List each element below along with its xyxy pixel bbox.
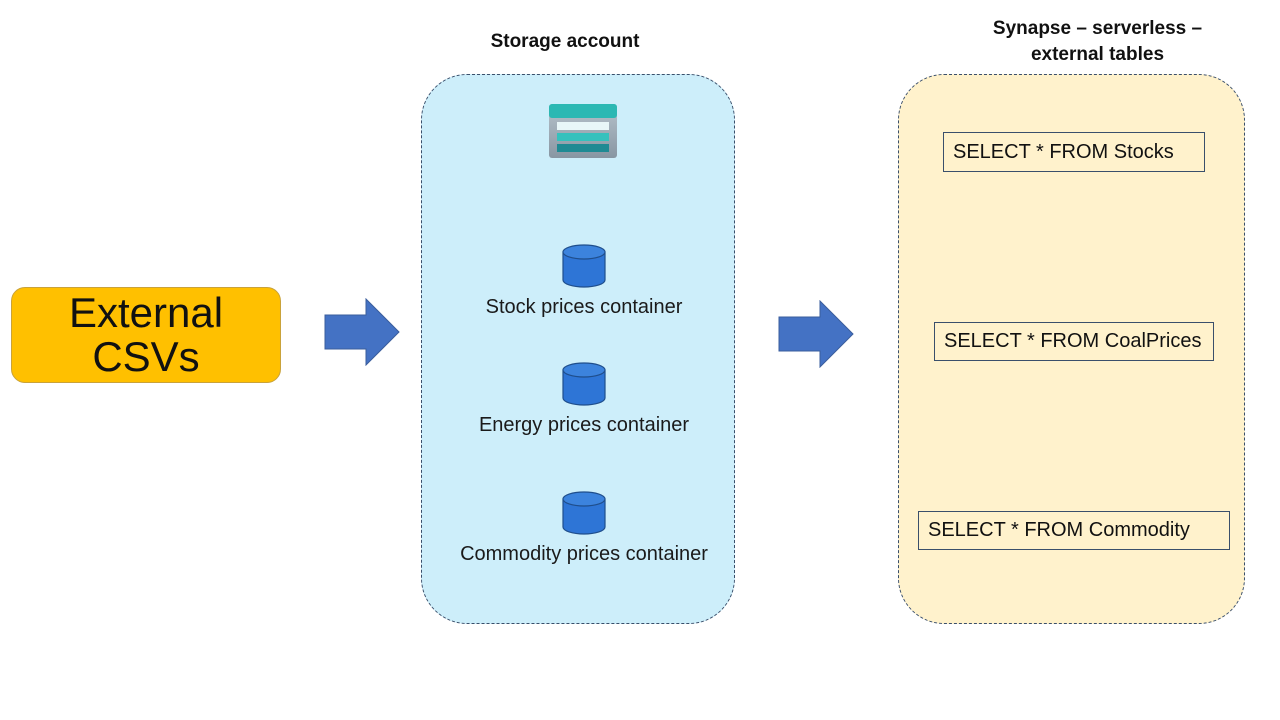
query-box-commodity: SELECT * FROM Commodity: [918, 511, 1230, 550]
container-label: Stock prices container: [485, 296, 683, 318]
synapse-title: Synapse – serverless – external tables: [992, 18, 1203, 65]
external-csvs-box: External CSVs: [11, 287, 281, 383]
flow-arrow-right-icon: [778, 300, 854, 368]
container-label: Commodity prices container: [460, 543, 708, 565]
flow-arrow-right-icon: [324, 298, 400, 366]
storage-account-icon: [549, 104, 617, 158]
database-cylinder-icon: [562, 244, 606, 288]
query-box-stocks: SELECT * FROM Stocks: [943, 132, 1205, 172]
database-cylinder-icon: [562, 491, 606, 535]
container-label: Energy prices container: [478, 414, 690, 436]
external-csvs-label: External CSVs: [68, 289, 224, 380]
storage-account-title: Storage account: [490, 31, 640, 52]
container-item: Commodity prices container: [434, 491, 734, 566]
database-cylinder-icon: [562, 362, 606, 406]
container-item: Stock prices container: [434, 244, 734, 319]
container-item: Energy prices container: [434, 362, 734, 437]
query-box-coalprices: SELECT * FROM CoalPrices: [934, 322, 1214, 361]
